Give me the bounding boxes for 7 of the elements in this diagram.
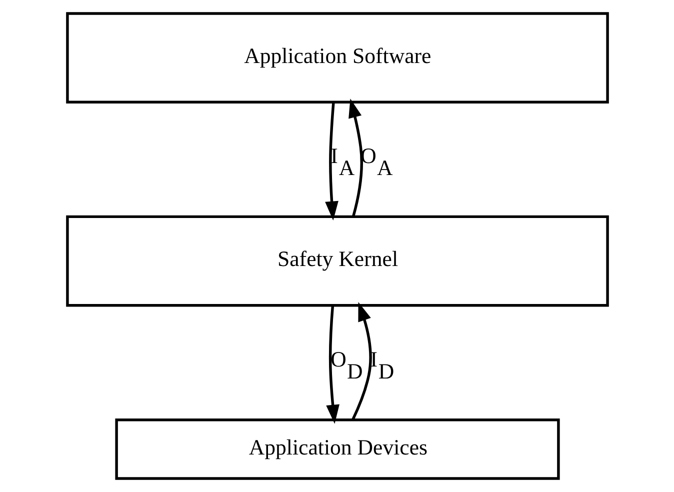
- node-box: Safety Kernel: [66, 215, 608, 307]
- arrow: [351, 302, 372, 420]
- arrow: [348, 98, 362, 217]
- node-box: Application Software: [66, 12, 608, 104]
- arrow: [326, 306, 339, 424]
- arrow: [324, 102, 338, 220]
- node-box: Application Devices: [114, 418, 560, 480]
